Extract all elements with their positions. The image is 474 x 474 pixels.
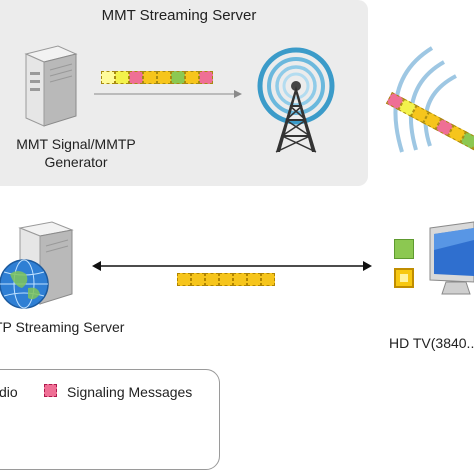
packet	[205, 273, 219, 286]
arrow-to-tower	[94, 90, 242, 98]
packet	[177, 273, 191, 286]
generator-label-line2: Generator	[44, 154, 108, 170]
packet	[191, 273, 205, 286]
vod-server-label: TP Streaming Server	[0, 319, 125, 335]
wireless-waves-icon	[393, 46, 457, 153]
packet	[101, 71, 115, 84]
legend-signaling-label: Signaling Messages	[67, 384, 193, 400]
tv-label: HD TV(3840...	[389, 335, 474, 351]
generator-label-line1: MMT Signal/MMTP	[16, 136, 136, 152]
packet	[261, 273, 275, 286]
packet	[233, 273, 247, 286]
packet	[171, 71, 185, 84]
packet	[115, 71, 129, 84]
green-packet-square	[394, 239, 414, 259]
globe-server-icon	[0, 221, 74, 309]
legend-signaling-swatch	[44, 384, 57, 397]
packet	[247, 273, 261, 286]
legend-audio-label: dio	[0, 384, 18, 400]
top-packet-stream	[101, 71, 213, 84]
yellow-packet-square	[394, 268, 414, 288]
panel-title: MMT Streaming Server	[101, 7, 257, 24]
generator-label: MMT Signal/MMTP Generator	[0, 135, 152, 171]
packet	[143, 71, 157, 84]
broadcast-tower-icon	[257, 47, 335, 153]
tv-monitor-icon	[429, 221, 474, 295]
double-arrow	[92, 261, 372, 271]
packet	[185, 71, 199, 84]
packet	[219, 273, 233, 286]
packet	[199, 71, 213, 84]
server-icon	[24, 45, 78, 127]
middle-packet-stream	[177, 273, 275, 286]
packet	[129, 71, 143, 84]
legend-box	[0, 369, 220, 470]
packet	[157, 71, 171, 84]
